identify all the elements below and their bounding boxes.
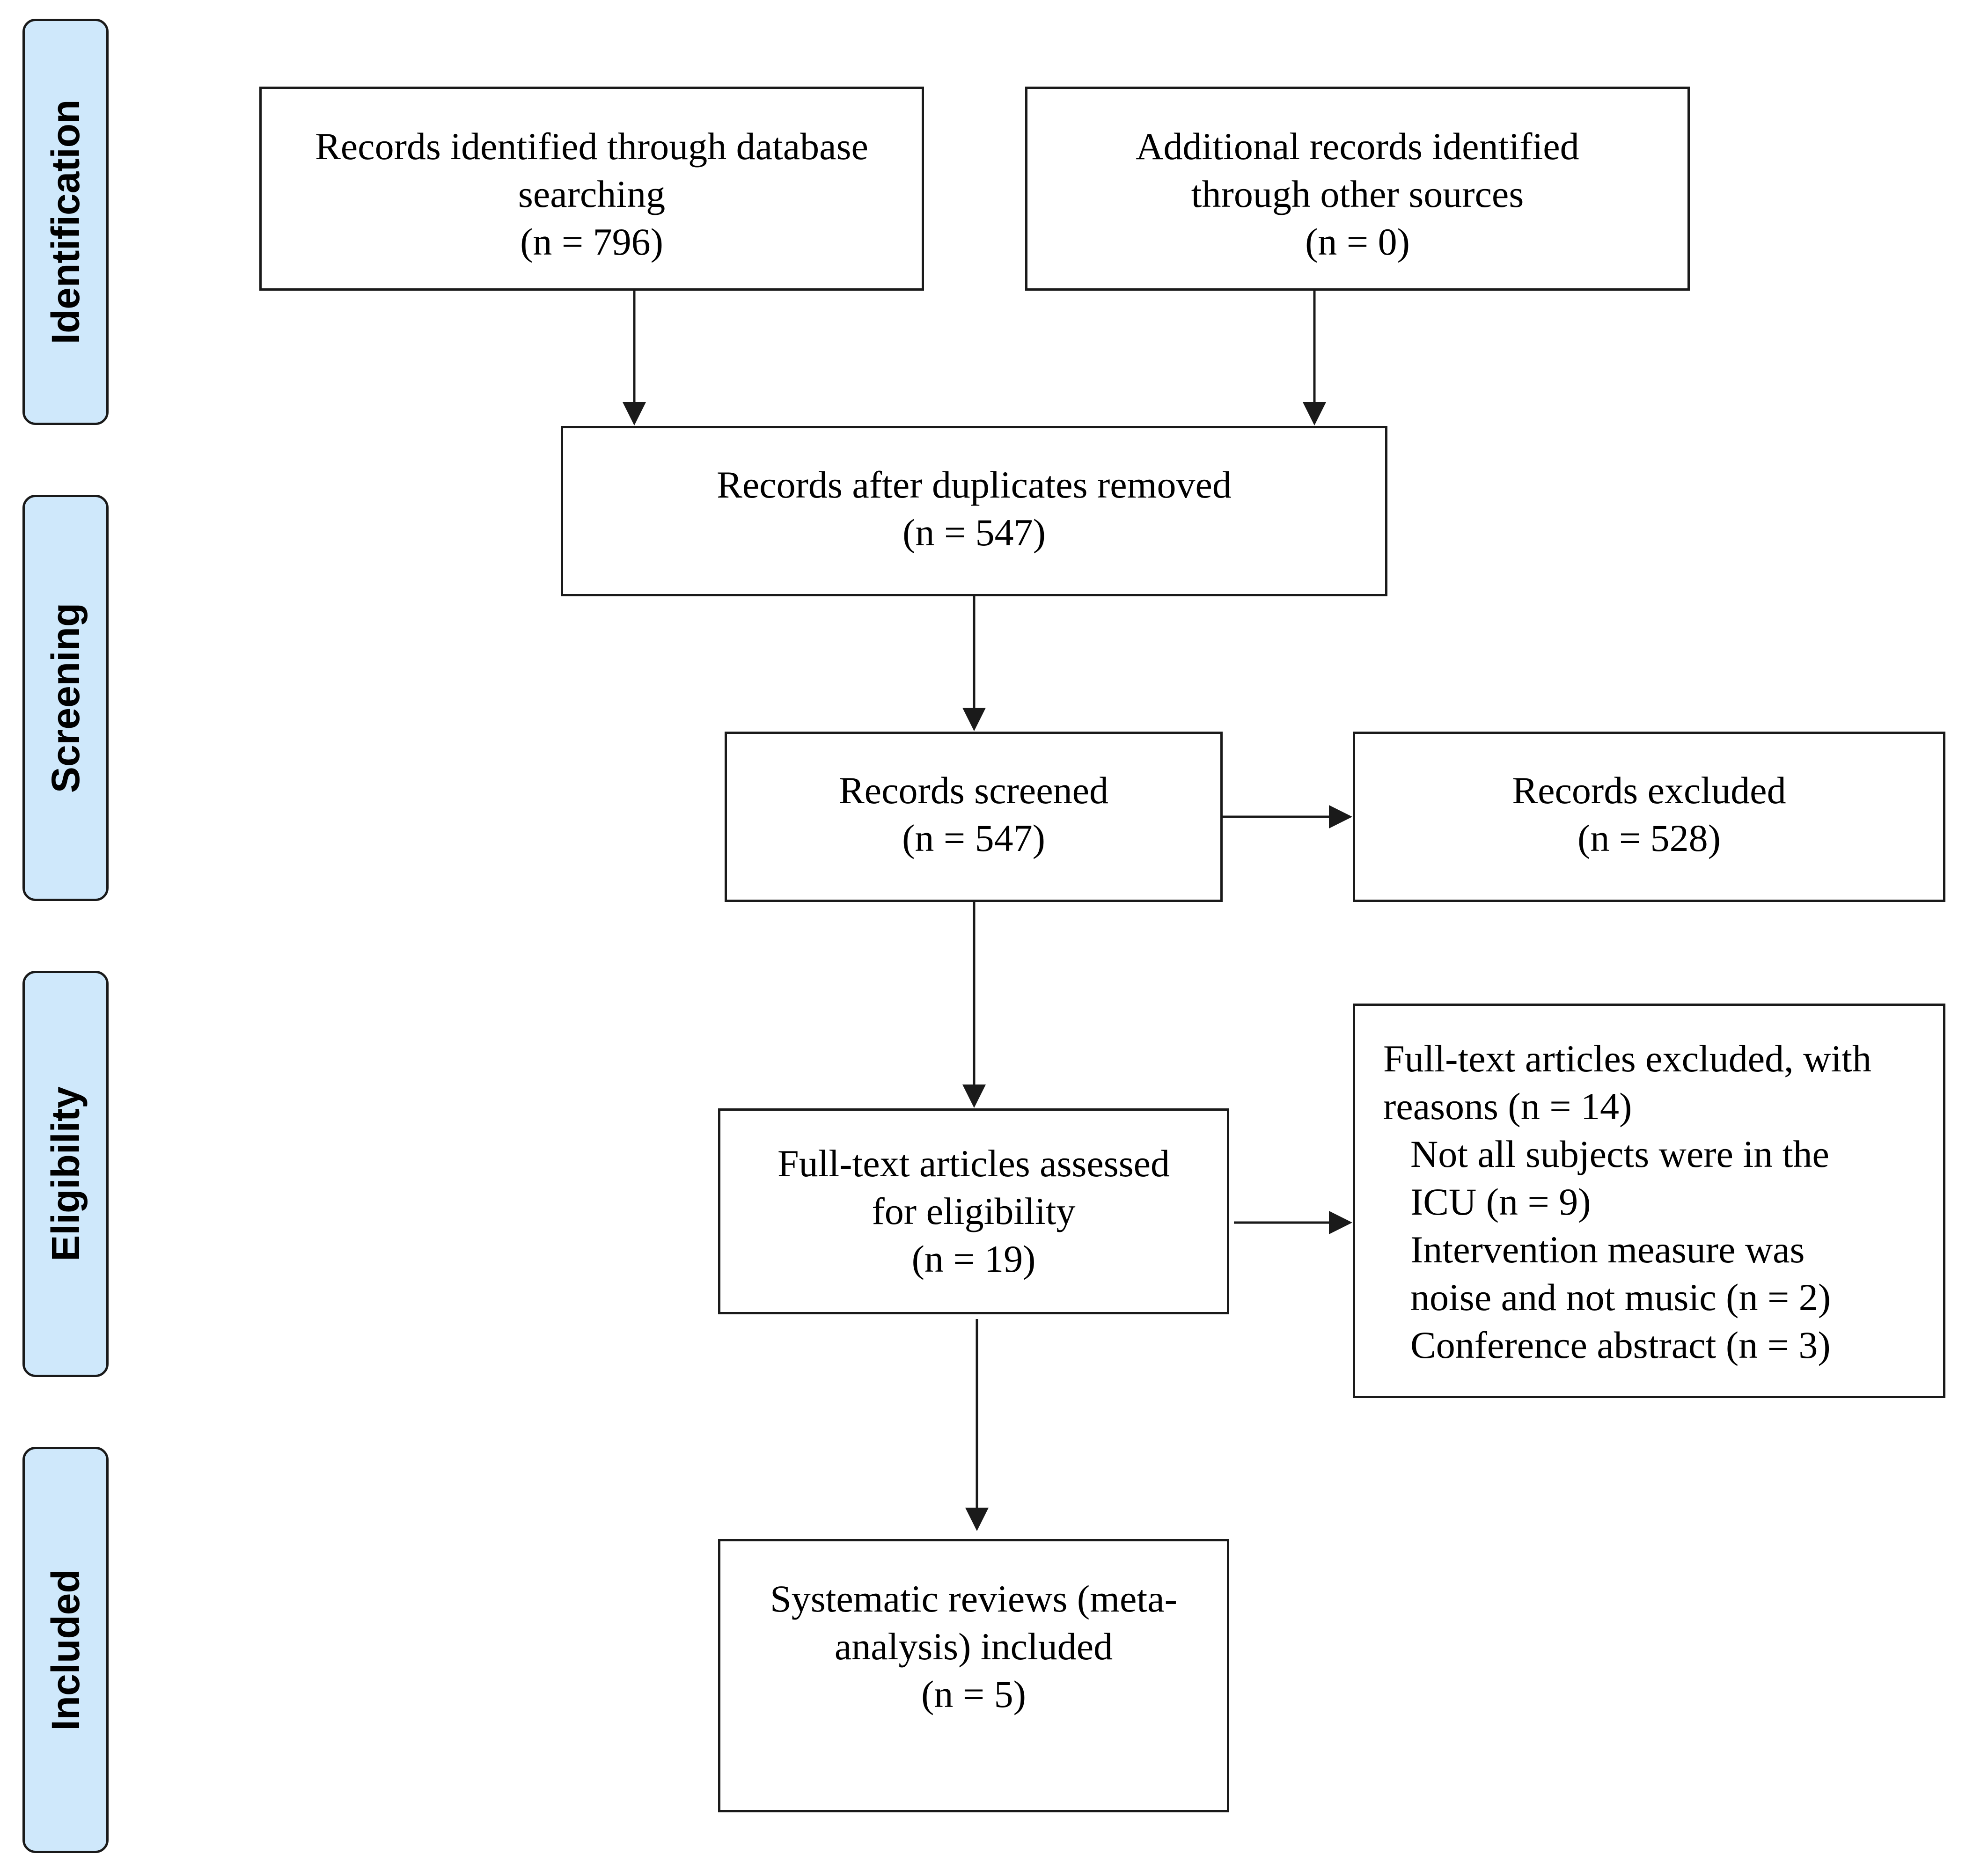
full-text-excluded-line1: Full-text articles excluded, with <box>1383 1037 1871 1080</box>
phase-screening: Screening <box>22 495 109 901</box>
database-search-line1: Records identified through database <box>315 125 868 168</box>
other-sources-line1: Additional records identified <box>1136 125 1579 168</box>
records-screened-line1: Records screened <box>838 769 1108 812</box>
database-search-line2: searching <box>518 173 666 215</box>
records-excluded-box: Records excluded (n = 528) <box>1353 732 1945 902</box>
phase-included: Included <box>22 1447 109 1853</box>
exclusion-reason: Intervention measure was <box>1410 1228 1805 1271</box>
other-sources-line2: through other sources <box>1191 173 1524 215</box>
full-text-excluded-line2: reasons (n = 14) <box>1383 1085 1632 1128</box>
other-sources-count: (n = 0) <box>1305 220 1410 263</box>
exclusion-reason: Not all subjects were in the <box>1410 1133 1829 1175</box>
exclusion-reason: ICU (n = 9) <box>1410 1180 1591 1223</box>
records-excluded-line1: Records excluded <box>1512 769 1786 812</box>
exclusion-reason: noise and not music (n = 2) <box>1410 1276 1831 1319</box>
full-text-assessed-box: Full-text articles assessed for eligibil… <box>718 1108 1229 1314</box>
full-text-assessed-count: (n = 19) <box>911 1238 1036 1280</box>
full-text-assessed-line1: Full-text articles assessed <box>777 1142 1170 1185</box>
included-studies-count: (n = 5) <box>921 1673 1026 1715</box>
full-text-excluded-box: Full-text articles excluded, with reason… <box>1353 1004 1945 1398</box>
duplicates-removed-count: (n = 547) <box>902 511 1046 554</box>
records-screened-box: Records screened (n = 547) <box>725 732 1223 902</box>
included-studies-line1: Systematic reviews (meta- <box>770 1577 1177 1620</box>
database-search-count: (n = 796) <box>520 220 663 263</box>
duplicates-removed-line1: Records after duplicates removed <box>717 463 1232 506</box>
records-excluded-count: (n = 528) <box>1577 817 1721 859</box>
database-search-box: Records identified through database sear… <box>259 87 924 291</box>
full-text-assessed-line2: for eligibility <box>872 1190 1076 1232</box>
phase-identification: Identification <box>22 19 109 425</box>
duplicates-removed-box: Records after duplicates removed (n = 54… <box>561 426 1387 596</box>
included-studies-line2: analysis) included <box>834 1625 1113 1668</box>
records-screened-count: (n = 547) <box>902 817 1045 859</box>
other-sources-box: Additional records identified through ot… <box>1025 87 1690 291</box>
phase-eligibility: Eligibility <box>22 971 109 1377</box>
exclusion-reason: Conference abstract (n = 3) <box>1410 1324 1831 1366</box>
included-studies-box: Systematic reviews (meta- analysis) incl… <box>718 1539 1229 1812</box>
